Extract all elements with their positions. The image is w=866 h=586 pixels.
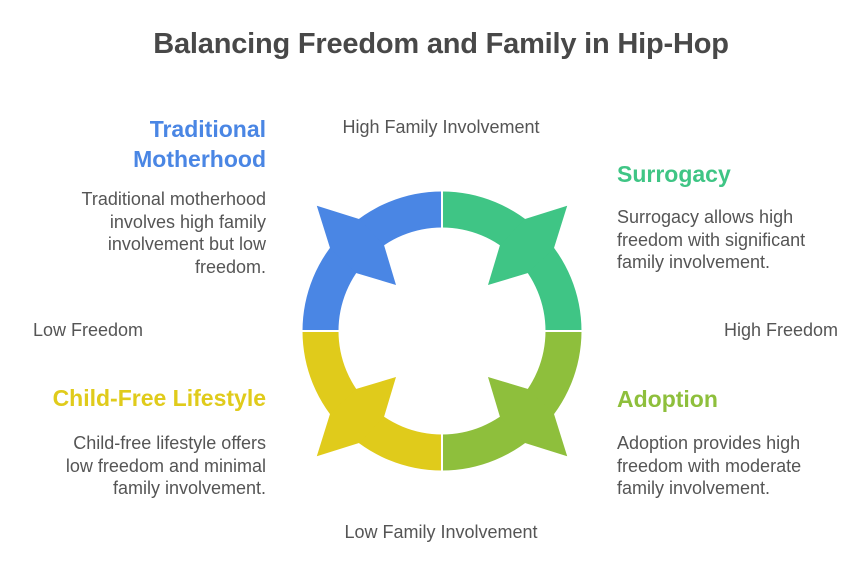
heading-line: Surrogacy: [617, 161, 731, 187]
adoption-heading: Adoption: [617, 384, 866, 414]
heading-line: Traditional: [149, 116, 266, 142]
adoption-title: Adoption: [617, 384, 866, 414]
description-line: Adoption provides high: [617, 433, 801, 453]
axis-label-high-freedom: High Freedom: [723, 320, 838, 340]
description-line: Child-free lifestyle offers: [73, 433, 266, 453]
description-line: family involvement.: [617, 252, 771, 272]
description-line: involves high family: [109, 211, 266, 232]
surrogacy-title: Surrogacy: [617, 159, 866, 189]
description-line: involvement but low: [107, 234, 266, 254]
child-free-lifestyle-heading: Child-Free Lifestyle: [16, 383, 266, 413]
axis-label-low-family-involvement: Low Family Involvement: [344, 522, 538, 542]
quadrant-surrogacy-arrow: [442, 191, 582, 331]
quadrant-separators: [297, 186, 587, 476]
quadrant-traditional-motherhood-arrow: [302, 191, 442, 331]
description-line: freedom with significant: [617, 229, 806, 250]
surrogacy-description: Surrogacy allows high freedom with signi…: [617, 206, 866, 274]
description-line: family involvement.: [112, 478, 266, 498]
child-free-lifestyle-title: Child-Free Lifestyle: [16, 383, 266, 413]
quadrant-adoption-arrow: [442, 331, 582, 471]
traditional-motherhood-description: Traditional motherhood involves high fam…: [16, 188, 266, 278]
adoption-description: Adoption provides high freedom with mode…: [617, 432, 866, 500]
surrogacy-heading: Surrogacy: [617, 159, 866, 189]
axis-label-low-freedom: Low Freedom: [33, 320, 144, 340]
description-line: low freedom and minimal: [65, 455, 266, 476]
description-line: Traditional motherhood: [81, 189, 266, 209]
heading-line: Adoption: [617, 386, 718, 412]
heading-line: Motherhood: [133, 146, 266, 172]
traditional-motherhood-title: Traditional Motherhood: [16, 114, 266, 174]
description-line: freedom with moderate: [617, 455, 802, 476]
quadrant-child-free-lifestyle-arrow: [302, 331, 442, 471]
axis-label-high-family-involvement: High Family Involvement: [342, 117, 540, 137]
diagram-title: Balancing Freedom and Family in Hip-Hop: [153, 28, 729, 60]
description-line: Surrogacy allows high: [617, 207, 794, 227]
child-free-lifestyle-description: Child-free lifestyle offers low freedom …: [16, 432, 266, 500]
description-line: freedom.: [194, 256, 266, 277]
description-line: family involvement.: [617, 478, 771, 498]
traditional-motherhood-heading: Traditional Motherhood: [16, 114, 266, 174]
heading-line: Child-Free Lifestyle: [52, 385, 266, 411]
